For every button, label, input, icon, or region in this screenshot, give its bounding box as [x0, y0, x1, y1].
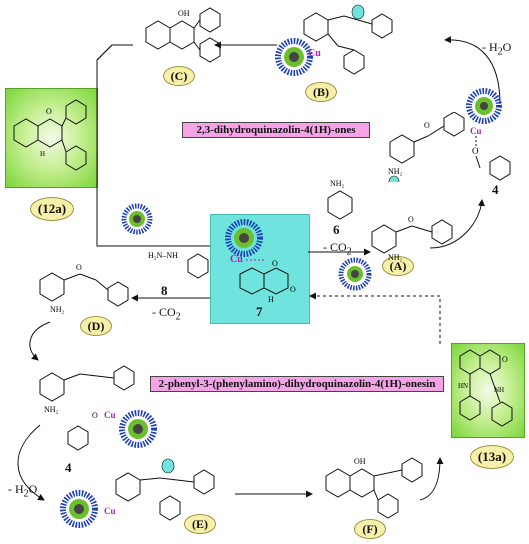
intermediate-D-structure: O NH₂: [34, 262, 138, 318]
svg-text:NH₂: NH₂: [50, 305, 65, 314]
aniline-6-structure: NH₂: [322, 176, 358, 224]
svg-text:O: O: [272, 259, 278, 268]
compound-number-4-bottom: 4: [65, 460, 72, 475]
iminium-intermediate-structure: O NH₂: [380, 112, 470, 182]
svg-text:NH₂: NH₂: [330, 179, 345, 188]
label-A: (A): [382, 256, 414, 276]
compound-number-7: 7: [256, 304, 263, 319]
svg-text:Cu: Cu: [470, 126, 482, 136]
nanoparticle-left: [120, 202, 154, 236]
svg-text:Cu: Cu: [308, 48, 321, 59]
svg-text:H: H: [268, 295, 274, 304]
svg-text:NH₂: NH₂: [44, 405, 59, 414]
svg-text:O: O: [92, 411, 98, 420]
svg-text:NH₂: NH₂: [388, 167, 403, 176]
phenylhydrazine-8-structure: H₂N–NH: [148, 244, 214, 284]
nanoparticle-intermediate-B: [273, 36, 315, 78]
nanoparticle-top-right: [464, 86, 504, 126]
compound-number-6: 6: [333, 222, 340, 237]
intermediate-F-structure: OH: [320, 454, 430, 520]
svg-text:O: O: [290, 285, 296, 294]
intermediate-A-structure: O NH₂: [366, 214, 462, 262]
isatoic-anhydride: Cu O O H: [230, 252, 300, 304]
product-12a-panel: [5, 88, 98, 188]
intermediate-E-structure: Cu: [96, 458, 236, 528]
compound-number-4-top: 4: [492, 182, 499, 197]
label-E: (E): [184, 514, 216, 534]
banner-phenylamino-quinazolinones: 2-phenyl-3-(phenylamino)-dihydroquinazol…: [150, 376, 444, 392]
label-13a: (13a): [470, 445, 514, 469]
svg-text:HN: HN: [458, 382, 468, 390]
svg-text:O: O: [76, 263, 82, 272]
condition-water-loss-bottom: - H2O: [8, 482, 38, 500]
product-12a-structure: O H: [10, 96, 92, 178]
condition-co2-loss-left: - CO2: [152, 305, 181, 323]
compound-number-8: 8: [161, 283, 168, 298]
svg-text:O: O: [472, 146, 479, 156]
label-C: (C): [163, 66, 195, 86]
intermediate-C-structure: OH: [140, 6, 240, 66]
svg-text:O: O: [408, 215, 414, 224]
svg-text:H₂N–NH: H₂N–NH: [148, 251, 178, 260]
product-13a-panel: [451, 343, 525, 438]
nanoparticle-intermediate-E: [57, 487, 101, 531]
nanoparticle-right: [337, 256, 373, 292]
svg-text:OH: OH: [178, 9, 190, 18]
product-13a-structure: HN O NH: [454, 348, 522, 434]
svg-text:O: O: [424, 121, 430, 130]
svg-text:NH₂: NH₂: [388, 253, 403, 262]
nanoparticle-bottom-left: [117, 408, 159, 450]
label-F: (F): [354, 519, 386, 539]
nanoparticle-catalyst-center: [222, 216, 266, 260]
svg-text:Cu: Cu: [104, 506, 116, 516]
hydrazide-aldehyde-complex-structure: NH₂ O Cu: [34, 362, 154, 452]
svg-text:Cu: Cu: [104, 410, 116, 420]
label-B: (B): [305, 82, 337, 102]
svg-text:H: H: [40, 150, 45, 158]
svg-text:O: O: [46, 107, 52, 116]
svg-text:OH: OH: [354, 457, 366, 466]
svg-text:NH: NH: [494, 386, 504, 394]
svg-text:O: O: [502, 355, 508, 364]
condition-co2-loss-top: - CO2: [323, 240, 352, 258]
label-D: (D): [80, 316, 112, 336]
intermediate-B-structure: Cu: [298, 4, 408, 84]
banner-dihydroquinazolinones: 2,3-dihydroquinazolin-4(1H)-ones: [182, 122, 370, 138]
copper-label: Cu: [230, 254, 243, 265]
condition-water-loss-top: - H2O: [482, 40, 512, 58]
aldehyde-4-top-structure: Cu O: [454, 124, 524, 184]
label-12a: (12a): [30, 197, 74, 221]
